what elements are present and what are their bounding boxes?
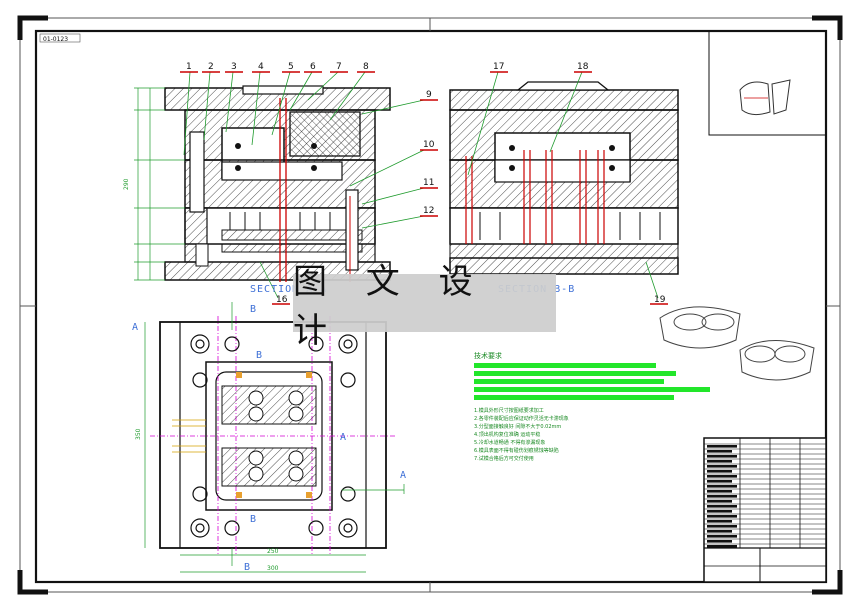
svg-text:A: A xyxy=(340,432,347,443)
inner-width-dim: 250 xyxy=(267,548,279,555)
svg-text:A: A xyxy=(400,470,407,481)
note-line-4: 4.顶出机构复位准确 运动平稳 xyxy=(474,431,540,438)
part-number-labels: 1 2 3 4 5 6 7 8 9 10 11 12 16 17 18 19 xyxy=(180,62,668,305)
part-callouts xyxy=(183,71,659,299)
plan-section-marks: A B B A A B B xyxy=(132,304,407,573)
part-number-12: 12 xyxy=(423,206,434,216)
technical-notes: 技术要求 1.模具外形尺寸按图纸要求加工 2.各零件装配后应保证动作灵活无卡滞现… xyxy=(474,351,710,462)
part-number-1: 1 xyxy=(186,62,192,72)
detail-view-box xyxy=(708,30,827,136)
note-line-5: 5.冷却水道畅通 不得有渗漏现象 xyxy=(474,439,545,446)
part-number-18: 18 xyxy=(577,62,589,72)
title-block xyxy=(703,437,827,583)
note-line-1: 1.模具外形尺寸按图纸要求加工 xyxy=(474,407,544,414)
part-number-5: 5 xyxy=(288,62,294,72)
svg-text:B: B xyxy=(250,304,257,315)
part-number-4: 4 xyxy=(258,62,264,72)
svg-text:B: B xyxy=(244,562,251,573)
plate-width-dim: 300 xyxy=(267,565,279,572)
part-number-8: 8 xyxy=(363,62,369,72)
svg-text:B: B xyxy=(250,514,257,525)
note-line-7: 7.试模合格后方可交付使用 xyxy=(474,455,534,462)
part-number-3: 3 xyxy=(231,62,237,72)
part-number-19: 19 xyxy=(654,295,666,305)
part-number-16: 16 xyxy=(276,295,288,305)
section-b-view xyxy=(449,81,679,275)
part-number-7: 7 xyxy=(336,62,342,72)
part-number-10: 10 xyxy=(423,140,435,150)
watermark-banner: 图 文 设 计 xyxy=(293,262,556,351)
svg-text:B: B xyxy=(256,350,263,361)
section-a-view: 290 xyxy=(123,85,391,282)
part-number-9: 9 xyxy=(426,90,432,100)
drawing-code: 01-0123 xyxy=(43,36,68,43)
plate-height-dim: 350 xyxy=(135,428,142,440)
note-line-2: 2.各零件装配后应保证动作灵活无卡滞现象 xyxy=(474,415,569,422)
total-height-dim: 290 xyxy=(123,178,130,190)
plan-view: 350 250 300 A B B A A B B xyxy=(132,302,407,573)
watermark-text: 图 文 设 计 xyxy=(293,262,487,351)
part-number-2: 2 xyxy=(208,62,214,72)
part-number-6: 6 xyxy=(310,62,316,72)
part-number-11: 11 xyxy=(423,178,434,188)
svg-text:A: A xyxy=(132,322,139,333)
notes-heading: 技术要求 xyxy=(474,351,502,360)
part-number-17: 17 xyxy=(493,62,504,72)
section-a-label: SECTION A-A xyxy=(250,284,327,295)
sheet-frame: 01-0123 xyxy=(17,15,843,595)
note-line-6: 6.模具表面不得有碰伤划痕锈蚀等缺陷 xyxy=(474,447,559,454)
note-line-3: 3.分型面接触良好 间隙不大于0.02mm xyxy=(474,423,561,430)
part-isometric xyxy=(659,306,815,381)
